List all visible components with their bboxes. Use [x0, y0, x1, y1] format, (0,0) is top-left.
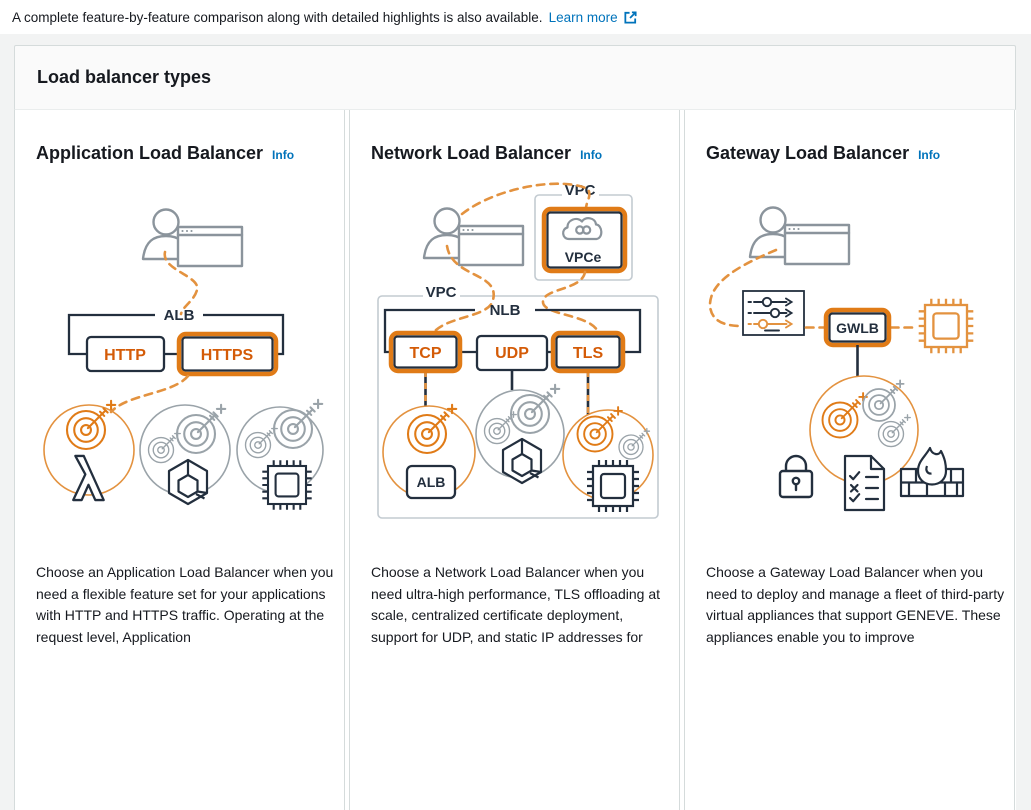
container-icon	[167, 458, 209, 506]
target-icon	[862, 379, 905, 422]
card-description: Choose an Application Load Balancer when…	[36, 564, 334, 645]
learn-more-link[interactable]: Learn more	[549, 10, 638, 25]
info-link[interactable]: Info	[272, 148, 295, 162]
container-icon	[501, 437, 543, 485]
http-listener-box	[85, 335, 166, 373]
panel-header: Load balancer types	[14, 45, 1016, 110]
udp-label: UDP	[495, 345, 529, 362]
card-head: Application Load Balancer Info	[36, 143, 294, 164]
tcp-label: TCP	[410, 345, 442, 362]
card-head: Network Load Balancer Info	[371, 143, 602, 164]
instance-chip-icon	[261, 459, 313, 511]
card-network-load-balancer: Network Load Balancer Info VPC VPCe VPC	[349, 110, 680, 810]
lambda-icon	[72, 454, 105, 502]
learn-more-label: Learn more	[548, 9, 618, 25]
cards-row: Application Load Balancer Info ALB HTTP …	[14, 110, 1016, 810]
traffic-dash-line	[433, 244, 495, 333]
card-title: Application Load Balancer	[36, 143, 264, 163]
vpc-label: VPC	[565, 182, 596, 199]
target-icon	[175, 403, 227, 455]
external-link-icon	[624, 10, 637, 24]
instance-chip-icon	[917, 297, 975, 355]
page-title: Load balancer types	[37, 67, 212, 87]
load-balancer-types-panel: Load balancer types Application Load Bal…	[14, 45, 1016, 810]
alb-target-box	[405, 464, 457, 500]
firewall-icon	[899, 446, 965, 498]
gwlb-diagram: GWLB	[708, 206, 975, 512]
traffic-dash-line	[163, 250, 199, 316]
user-browser-icon	[748, 206, 851, 266]
target-icon	[147, 430, 181, 464]
traffic-dash-line	[541, 270, 599, 332]
traffic-dash-line	[460, 182, 591, 216]
checklist-icon	[843, 454, 886, 512]
target-icon	[821, 392, 868, 439]
http-label: HTTP	[104, 347, 146, 364]
lambda-target-group-circle	[43, 404, 135, 496]
card-head: Gateway Load Balancer Info	[706, 143, 940, 164]
tls-listener-box	[550, 330, 626, 374]
info-link[interactable]: Info	[918, 148, 941, 162]
https-listener-box	[176, 331, 279, 377]
alb-label: ALB	[164, 307, 195, 324]
info-link[interactable]: Info	[580, 148, 603, 162]
gwlb-label: GWLB	[836, 320, 879, 336]
lock-icon	[778, 454, 814, 499]
card-title: Gateway Load Balancer	[706, 143, 910, 163]
user-browser-icon	[422, 207, 525, 267]
traffic-dash-line	[109, 374, 190, 414]
nlb-label: NLB	[490, 302, 521, 319]
card-gateway-load-balancer: Gateway Load Balancer Info	[684, 110, 1015, 810]
card-description: Choose a Gateway Load Balancer when you …	[706, 564, 1005, 645]
card-title: Network Load Balancer	[371, 143, 572, 163]
card-application-load-balancer: Application Load Balancer Info ALB HTTP …	[14, 110, 345, 810]
nlb-diagram: VPC VPCe VPC NLB TCP UDP	[377, 182, 659, 519]
vpce-label: VPCe	[565, 249, 602, 265]
card-description: Choose a Network Load Balancer when you …	[371, 564, 661, 645]
route-sliders-icon	[742, 290, 805, 336]
udp-listener-box	[475, 334, 549, 372]
tcp-listener-box	[388, 330, 463, 374]
vpc-label: VPC	[426, 284, 457, 301]
https-label: HTTPS	[201, 347, 254, 364]
alb-diagram: ALB HTTP HTTPS	[43, 208, 324, 511]
alb-target-label: ALB	[417, 474, 446, 490]
target-icon	[244, 425, 278, 459]
info-banner: A complete feature-by-feature comparison…	[0, 0, 1031, 34]
user-browser-icon	[141, 208, 244, 268]
banner-text: A complete feature-by-feature comparison…	[12, 9, 543, 25]
traffic-dash-line	[708, 248, 778, 328]
instance-chip-icon	[585, 458, 641, 514]
tls-label: TLS	[573, 345, 604, 362]
